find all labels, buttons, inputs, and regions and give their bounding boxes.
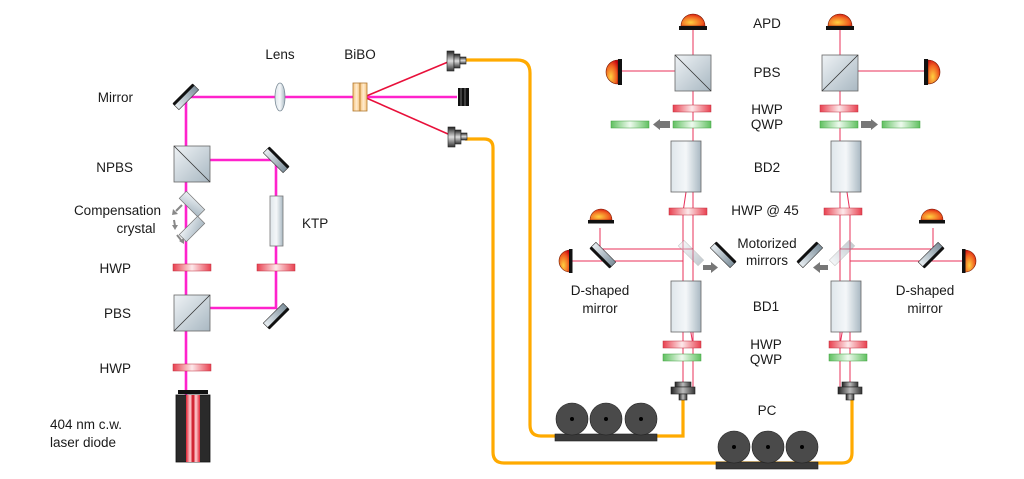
qwp-top-left <box>672 120 712 129</box>
label-laser-1: 404 nm c.w. <box>50 417 122 432</box>
apd-dmirror-left-side <box>558 249 573 273</box>
label-dmirror-right-2: mirror <box>907 301 943 316</box>
apd-dmirror-right-side <box>962 249 977 273</box>
label-pbs-right: PBS <box>753 65 780 80</box>
fiber-coupler-bottom-right <box>837 381 863 401</box>
label-mirror: Mirror <box>98 90 134 105</box>
mirror-top-left <box>172 83 200 111</box>
hwp-left-2 <box>172 363 212 372</box>
pbs-arm-left <box>674 54 712 92</box>
bibo-crystal <box>352 82 368 112</box>
label-crystal: crystal <box>116 221 155 236</box>
fiber-coupler-lower <box>447 126 468 148</box>
label-motorized: Motorized <box>737 236 796 251</box>
bd1-left <box>670 280 702 333</box>
label-qwp-top: QWP <box>751 117 783 132</box>
hwp45-left <box>668 207 708 216</box>
qwp-top-right <box>819 120 859 129</box>
label-hwp-bottom: HWP <box>750 337 782 352</box>
label-bd1: BD1 <box>753 299 779 314</box>
label-hwp-left-1: HWP <box>100 261 132 276</box>
apd-pbs-left <box>605 59 622 85</box>
label-ktp: KTP <box>302 216 328 231</box>
arrow-motor-right-icon <box>703 262 718 273</box>
motorized-mirror-left-inactive <box>677 239 705 267</box>
fiber-coupler-bottom-left <box>670 381 696 401</box>
hwp-top-left <box>672 104 712 113</box>
label-hwp-left-2: HWP <box>100 361 132 376</box>
apd-pbs-right <box>924 59 941 85</box>
label-pbs-left: PBS <box>104 306 131 321</box>
apd-top-right <box>826 13 854 30</box>
mirror-npbs-right <box>262 146 290 174</box>
label-laser-2: laser diode <box>50 435 116 450</box>
compensation-crystal <box>172 190 206 244</box>
label-bd2: BD2 <box>754 160 780 175</box>
pbs-arm-right <box>821 54 859 92</box>
laser-diode <box>175 390 211 463</box>
apd-dmirror-left-top <box>588 208 614 224</box>
label-pc: PC <box>758 403 777 418</box>
mirror-pbs-right <box>262 302 290 330</box>
beam-dump <box>458 88 469 106</box>
apd-top-left <box>679 13 707 30</box>
hwp-top-right <box>819 104 859 113</box>
hwp-left-1 <box>172 263 212 272</box>
label-dmirror-left-2: mirror <box>582 301 618 316</box>
bd1-right <box>830 280 862 333</box>
hwp-bottom-right <box>828 340 868 349</box>
hwp-bottom-left <box>662 340 702 349</box>
motorized-mirror-left-active <box>709 241 737 269</box>
qwp-removed-right <box>881 120 921 129</box>
label-qwp-bottom: QWP <box>750 352 782 367</box>
label-hwp-top: HWP <box>751 102 783 117</box>
npbs-cube <box>173 145 211 183</box>
photon-beams <box>363 61 449 135</box>
arrow-motor-left-icon <box>813 262 828 273</box>
labels: Mirror NPBS Compensation crystal HWP PBS… <box>50 16 954 450</box>
label-dmirror-left-1: D-shaped <box>571 283 630 298</box>
hwp45-right <box>823 207 863 216</box>
polarization-controller-lower <box>715 430 819 470</box>
polarization-controller-upper <box>554 402 658 442</box>
motorized-mirror-right-inactive <box>828 239 856 267</box>
label-mirrors: mirrors <box>746 253 788 268</box>
pbs-left-cube <box>173 294 211 332</box>
apd-dmirror-right-top <box>919 208 945 224</box>
label-npbs: NPBS <box>96 160 133 175</box>
label-hwp-45: HWP @ 45 <box>731 203 798 218</box>
lens <box>274 82 286 112</box>
ktp-crystal <box>269 195 284 247</box>
label-apd: APD <box>753 16 781 31</box>
pump-beams <box>184 95 457 395</box>
fiber-lower <box>465 137 854 465</box>
arrow-right-icon <box>861 119 878 130</box>
label-bibo: BiBO <box>344 47 376 62</box>
hwp-ktp <box>256 263 296 272</box>
bd2-right <box>830 140 862 193</box>
label-compensation: Compensation <box>74 203 161 218</box>
motorized-mirror-right-active <box>796 241 824 269</box>
d-shaped-mirror-right <box>917 241 945 269</box>
bd2-left <box>670 140 702 193</box>
label-lens: Lens <box>265 47 295 62</box>
qwp-removed-left <box>610 120 650 129</box>
fibers <box>464 58 854 465</box>
qwp-bottom-left <box>662 353 702 362</box>
d-shaped-mirror-left <box>589 241 617 269</box>
fiber-upper <box>464 58 685 438</box>
fiber-coupler-upper <box>446 50 467 72</box>
arrow-left-icon <box>653 119 670 130</box>
label-dmirror-right-1: D-shaped <box>896 283 955 298</box>
qwp-bottom-right <box>828 353 868 362</box>
